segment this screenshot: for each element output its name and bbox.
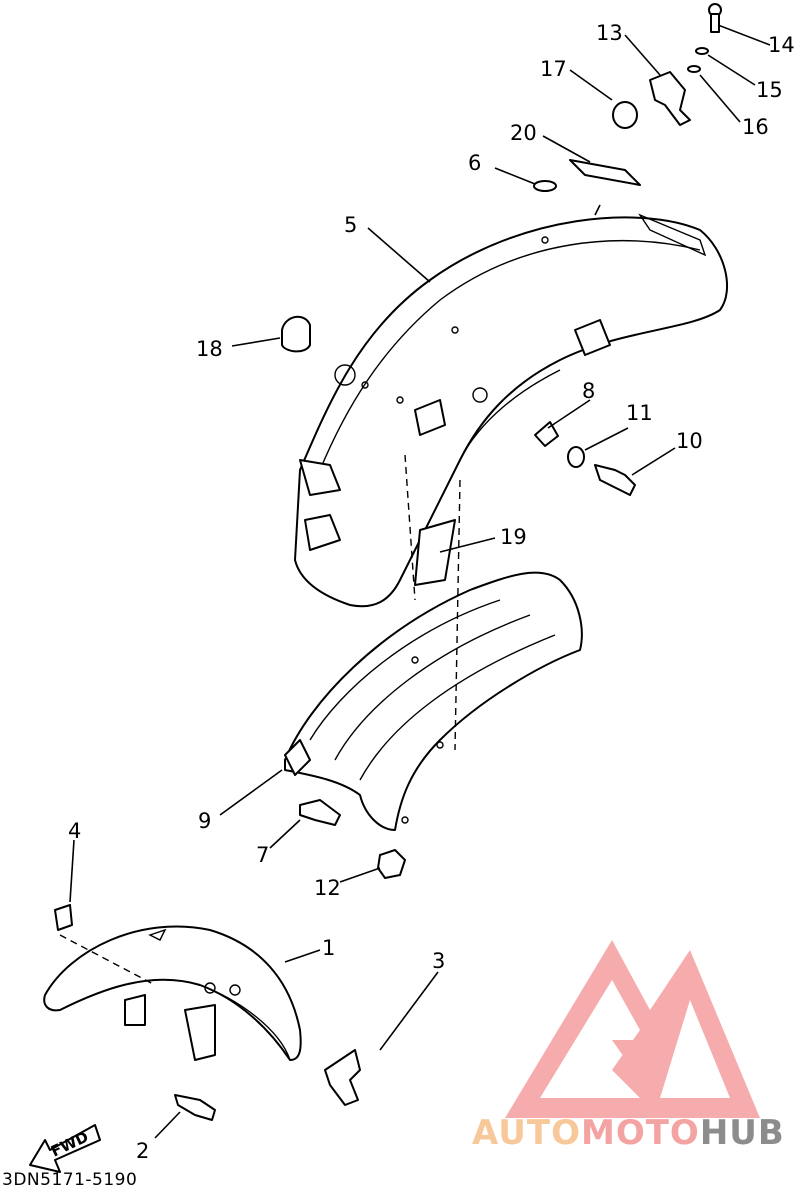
plate-20 xyxy=(569,159,641,186)
diagram-code: 3DN5171-5190 xyxy=(2,1170,138,1190)
rear-fender xyxy=(294,213,729,608)
automotohub-watermark: AUTOMOTOHUB xyxy=(472,1113,785,1153)
fwd-arrow-icon: FWD xyxy=(29,1124,101,1173)
callout-14: 14 xyxy=(768,33,795,57)
watermark-moto: MOTO xyxy=(580,1113,700,1153)
grommet-18 xyxy=(281,315,311,353)
inner-rear-fender xyxy=(284,571,583,831)
cover-8 xyxy=(534,421,559,447)
nut-12 xyxy=(377,849,406,879)
callout-13: 13 xyxy=(596,21,623,45)
fwd-label: FWD xyxy=(48,1128,91,1161)
bracket-4 xyxy=(54,904,73,931)
watermark-auto: AUTO xyxy=(472,1113,581,1153)
callout-6: 6 xyxy=(468,151,481,175)
callout-9: 9 xyxy=(198,809,211,833)
washer-15 xyxy=(695,47,709,55)
cap-17 xyxy=(612,101,638,129)
callout-5: 5 xyxy=(344,213,357,237)
callout-15: 15 xyxy=(756,78,783,102)
washer-16 xyxy=(687,65,701,73)
callout-8: 8 xyxy=(582,379,595,403)
bolt-7 xyxy=(299,799,341,826)
watermark-hub: HUB xyxy=(699,1113,785,1153)
bracket-3 xyxy=(324,1049,361,1106)
callout-17: 17 xyxy=(540,57,567,81)
callout-20: 20 xyxy=(510,121,537,145)
bracket-13 xyxy=(649,71,691,126)
washer-11 xyxy=(567,446,585,468)
callout-1: 1 xyxy=(322,936,335,960)
bolt-10 xyxy=(594,464,636,496)
callout-3: 3 xyxy=(432,949,445,973)
bolt-2 xyxy=(174,1094,216,1121)
washer-6 xyxy=(533,180,557,192)
callout-10: 10 xyxy=(676,429,703,453)
bolt-14 xyxy=(708,3,722,33)
callout-19: 19 xyxy=(500,525,527,549)
callout-4: 4 xyxy=(68,819,81,843)
callout-16: 16 xyxy=(742,115,769,139)
callout-7: 7 xyxy=(256,843,269,867)
callout-2: 2 xyxy=(136,1139,149,1163)
callout-11: 11 xyxy=(626,401,653,425)
automotohub-logo-mark xyxy=(505,940,760,1118)
callout-18: 18 xyxy=(196,337,223,361)
callout-12: 12 xyxy=(314,876,341,900)
